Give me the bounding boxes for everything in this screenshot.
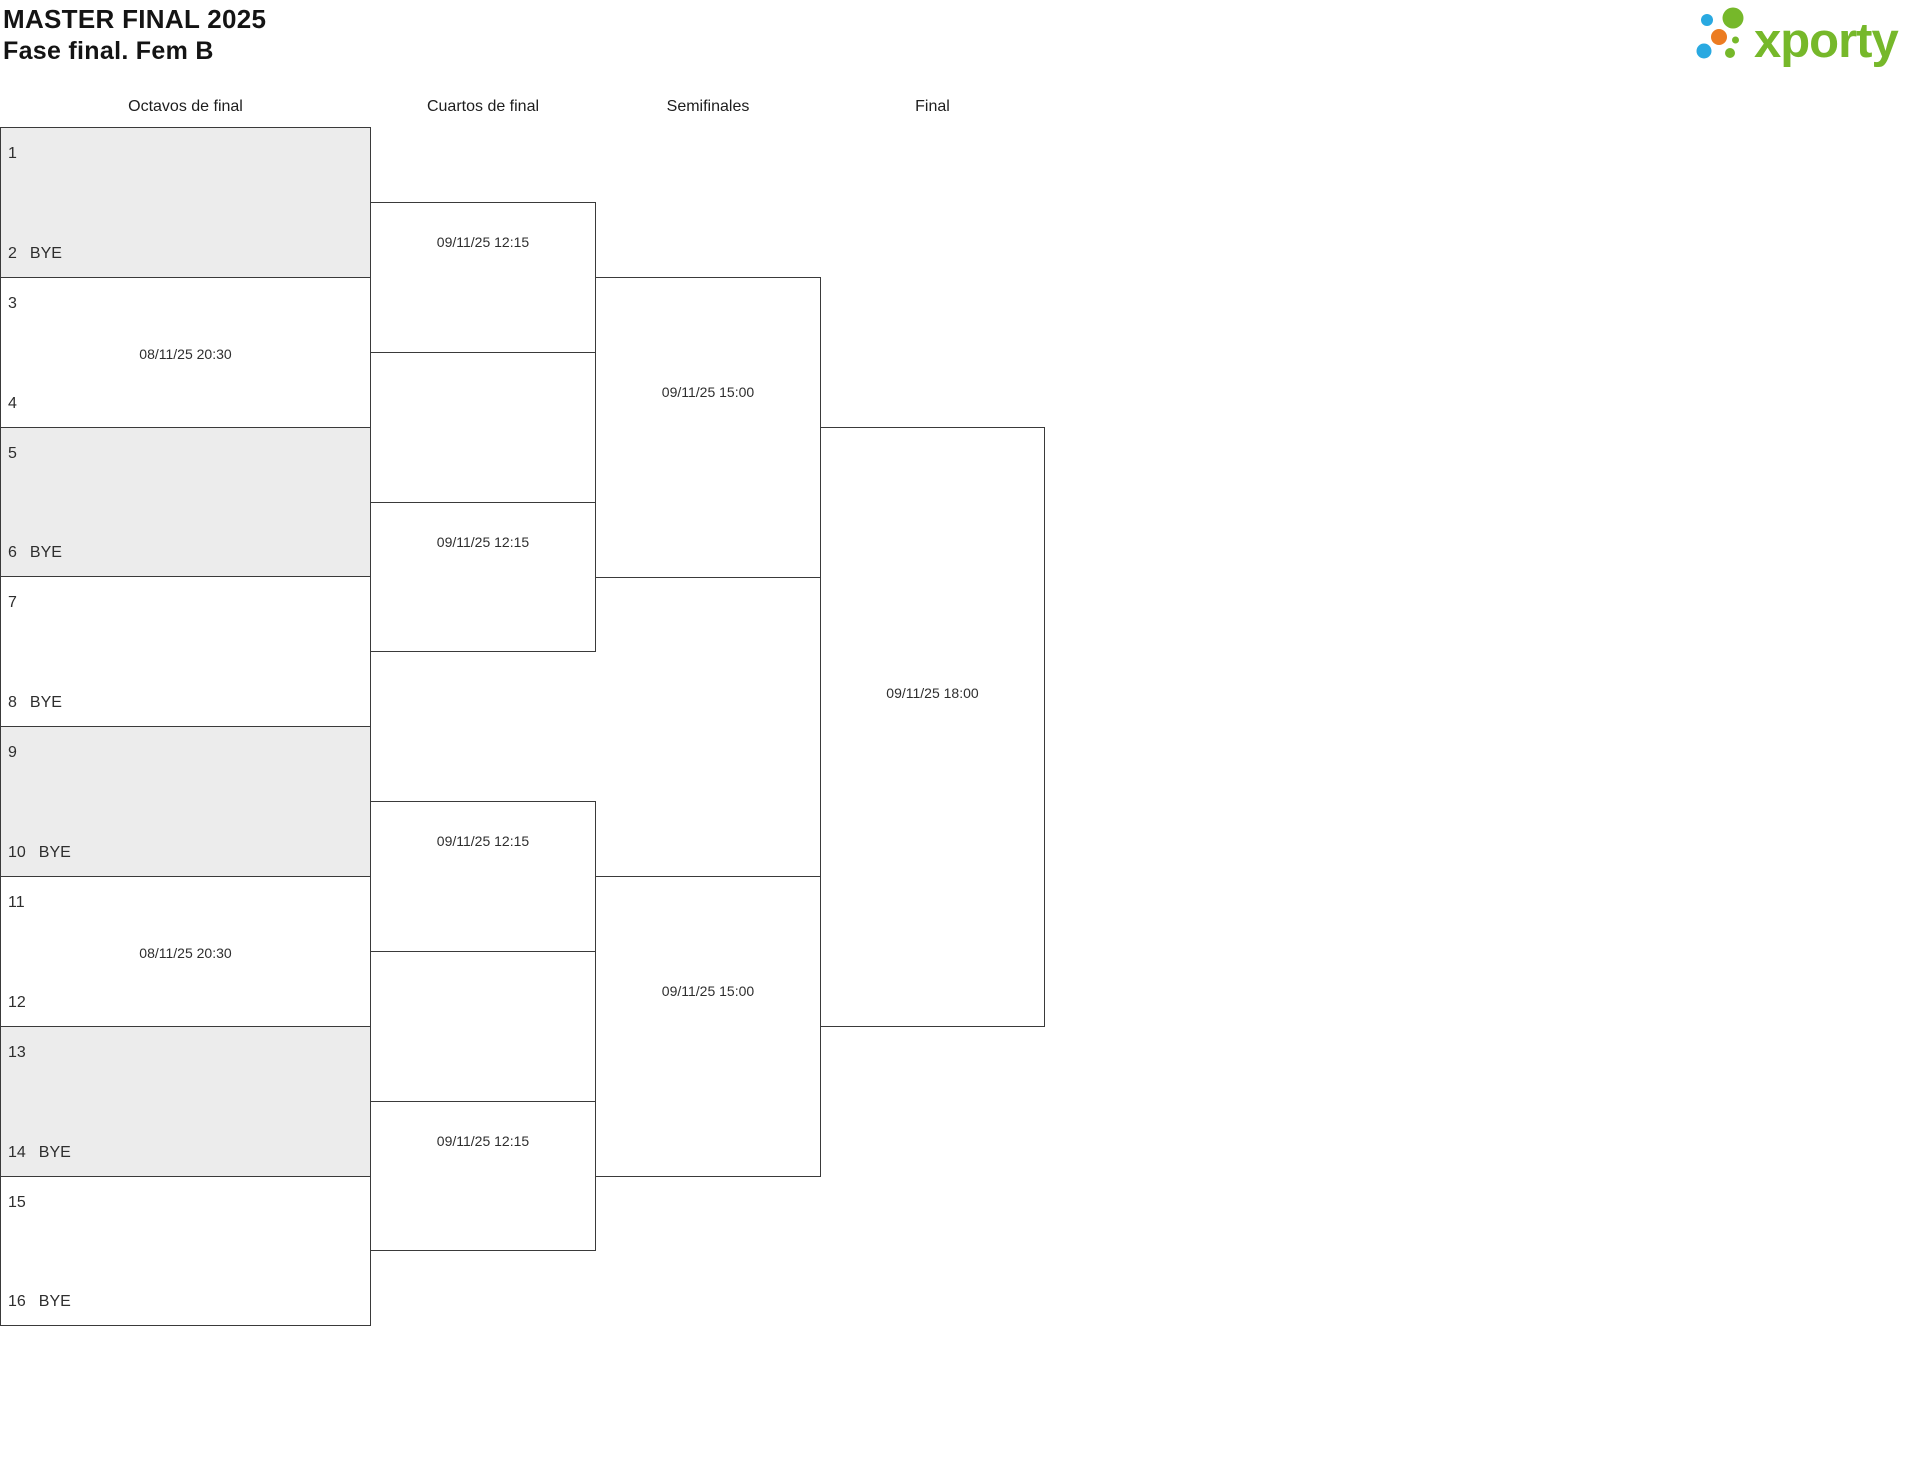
match-slot-top: 5	[8, 443, 30, 465]
match-date: 09/11/25 18:00	[886, 685, 979, 701]
round-header-octavos: Octavos de final	[128, 98, 243, 115]
slot-seed: 15	[8, 1194, 26, 1211]
match-box-final[interactable]: 09/11/25 18:00	[820, 427, 1045, 1027]
match-slot-bottom: 8 BYE	[8, 692, 62, 714]
slot-bye-label: BYE	[29, 694, 62, 711]
logo-dot-blue-large	[1696, 43, 1712, 59]
match-date: 09/11/25 15:00	[661, 983, 755, 999]
slot-bye-label: BYE	[38, 1293, 71, 1310]
match-box-sf-1[interactable]: 09/11/25 15:00	[595, 277, 821, 578]
logo-dot-green-tiny	[1732, 36, 1739, 44]
match-box-r16-8[interactable]: 15 16 BYE	[0, 1176, 371, 1326]
slot-seed: 2	[8, 245, 17, 262]
slot-seed: 1	[8, 145, 17, 162]
match-box-sf-2[interactable]: 09/11/25 15:00	[595, 876, 821, 1177]
slot-bye-label: BYE	[38, 1144, 71, 1161]
match-slot-top: 11	[8, 892, 38, 914]
logo-wordmark: xporty	[1754, 14, 1899, 68]
match-box-qf-4[interactable]: 09/11/25 12:15	[370, 1101, 596, 1251]
match-slot-top: 15	[8, 1192, 39, 1214]
slot-seed: 3	[8, 295, 17, 312]
match-slot-bottom: 4	[8, 393, 30, 415]
logo-dot-orange	[1711, 29, 1727, 45]
match-box-r16-6[interactable]: 11 12 08/11/25 20:30	[0, 876, 371, 1027]
match-date: 09/11/25 12:15	[436, 833, 530, 849]
slot-seed: 7	[8, 594, 17, 611]
round-header-cuartos: Cuartos de final	[426, 98, 540, 115]
match-slot-top: 3	[8, 293, 30, 315]
match-date: 09/11/25 12:15	[436, 234, 530, 250]
logo-dot-green-large	[1722, 7, 1744, 29]
title-block: MASTER FINAL 2025 Fase final. Fem B	[3, 3, 266, 67]
match-slot-bottom: 14 BYE	[8, 1142, 71, 1164]
round-header-final: Final	[915, 98, 950, 115]
slot-bye-label: BYE	[29, 245, 62, 262]
match-slot-bottom: 2 BYE	[8, 243, 62, 265]
match-box-qf-1[interactable]: 09/11/25 12:15	[370, 202, 596, 353]
slot-seed: 12	[8, 994, 26, 1011]
match-date: 09/11/25 15:00	[661, 384, 755, 400]
match-date: 09/11/25 12:15	[436, 534, 530, 550]
match-slot-bottom: 6 BYE	[8, 542, 62, 564]
match-slot-bottom: 16 BYE	[8, 1291, 71, 1313]
slot-seed: 10	[8, 844, 26, 861]
match-box-qf-3[interactable]: 09/11/25 12:15	[370, 801, 596, 952]
slot-seed: 13	[8, 1044, 26, 1061]
slot-seed: 16	[8, 1293, 26, 1310]
round-header-semifinales: Semifinales	[666, 98, 750, 115]
match-slot-top: 7	[8, 592, 30, 614]
match-slot-bottom: 10 BYE	[8, 842, 71, 864]
match-date: 08/11/25 20:30	[139, 944, 232, 961]
page-title: MASTER FINAL 2025	[3, 4, 267, 34]
slot-bye-label: BYE	[29, 544, 62, 561]
match-box-r16-1[interactable]: 1 2 BYE	[0, 127, 371, 278]
match-box-r16-5[interactable]: 9 10 BYE	[0, 726, 371, 877]
slot-seed: 9	[8, 744, 17, 761]
page-subtitle: Fase final. Fem B	[3, 37, 214, 65]
logo-dot-blue-small	[1701, 14, 1713, 26]
slot-bye-label: BYE	[38, 844, 71, 861]
slot-seed: 6	[8, 544, 17, 561]
slot-seed: 14	[8, 1144, 26, 1161]
match-box-r16-7[interactable]: 13 14 BYE	[0, 1026, 371, 1177]
slot-seed: 5	[8, 445, 17, 462]
match-box-qf-2[interactable]: 09/11/25 12:15	[370, 502, 596, 652]
match-slot-bottom: 12	[8, 992, 39, 1014]
logo-dot-green-mid	[1725, 48, 1735, 58]
match-box-r16-2[interactable]: 3 4 08/11/25 20:30	[0, 277, 371, 428]
slot-seed: 8	[8, 694, 17, 711]
match-box-r16-3[interactable]: 5 6 BYE	[0, 427, 371, 577]
slot-seed: 11	[8, 894, 25, 911]
match-date: 09/11/25 12:15	[436, 1133, 530, 1149]
match-date: 08/11/25 20:30	[139, 345, 232, 362]
match-box-r16-4[interactable]: 7 8 BYE	[0, 576, 371, 727]
xporty-logo[interactable]: xporty	[1690, 0, 1920, 70]
match-slot-top: 13	[8, 1042, 39, 1064]
match-slot-top: 9	[8, 742, 30, 764]
slot-seed: 4	[8, 395, 17, 412]
match-slot-top: 1	[8, 143, 30, 165]
